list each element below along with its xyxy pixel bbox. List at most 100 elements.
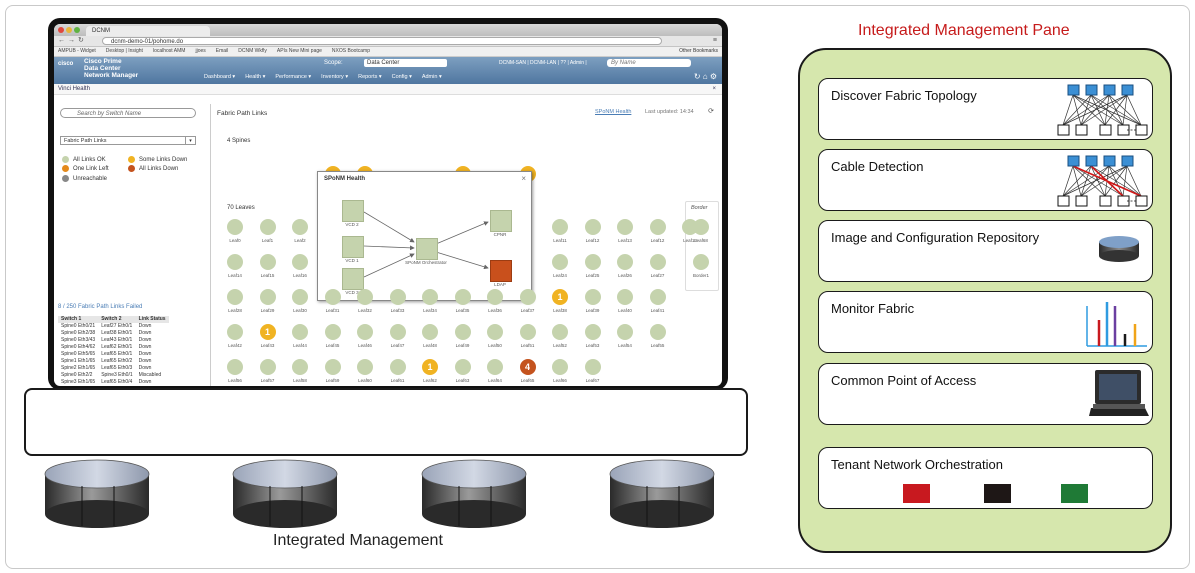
leaf-node[interactable] [227, 359, 243, 375]
leaf-node[interactable] [693, 219, 709, 235]
link-type-select[interactable]: Fabric Path Links ▾ [60, 136, 196, 145]
switch-search-input[interactable]: Search by Switch Name [60, 108, 196, 118]
menu-item[interactable]: Inventory ▾ [321, 74, 349, 80]
leaf-node[interactable] [584, 254, 601, 270]
vcd2-node[interactable] [342, 200, 364, 222]
leaf-node[interactable] [389, 289, 406, 305]
leaf-node[interactable] [617, 289, 633, 305]
leaf-node[interactable] [324, 289, 341, 305]
leaf-node[interactable] [227, 289, 243, 305]
menu-item[interactable]: Admin ▾ [421, 74, 442, 80]
bookmark-item[interactable]: AMPUB - Widget [58, 48, 96, 54]
header-search-input[interactable]: By Name [607, 59, 691, 67]
leaf-node[interactable] [552, 324, 568, 340]
bookmark-item[interactable]: jjoes [195, 48, 206, 54]
leaf-node[interactable] [519, 289, 536, 305]
leaf-node[interactable] [584, 289, 601, 305]
leaf-node[interactable] [259, 219, 276, 235]
menu-item[interactable]: Config ▾ [391, 74, 412, 80]
popup-close-icon[interactable]: × [521, 174, 526, 183]
leaf-node[interactable] [292, 324, 308, 340]
leaf-node[interactable] [259, 254, 276, 270]
window-controls[interactable] [58, 27, 82, 35]
health-link[interactable]: SPoNM Health [595, 109, 632, 115]
card-monitor-fabric[interactable]: Monitor Fabric [818, 291, 1153, 353]
leaf-node[interactable] [357, 359, 373, 375]
leaf-node[interactable] [552, 359, 568, 375]
leaf-node[interactable] [454, 324, 471, 340]
leaf-node[interactable] [649, 219, 666, 235]
leaf-node[interactable] [693, 254, 709, 270]
cpnr-node[interactable] [490, 210, 512, 232]
leaf-node[interactable] [454, 359, 471, 375]
leaf-node[interactable] [487, 289, 503, 305]
vcd1-node[interactable] [342, 236, 364, 258]
leaf-node[interactable] [227, 254, 243, 270]
leaf-node[interactable] [227, 324, 243, 340]
table-header[interactable]: Link Status [135, 316, 169, 323]
menu-item[interactable]: Dashboard ▾ [204, 74, 236, 80]
leaf-node[interactable] [227, 219, 243, 235]
bookmark-item[interactable]: localhost AMM [152, 48, 186, 54]
leaf-node[interactable] [454, 289, 471, 305]
leaf-node[interactable] [422, 324, 438, 340]
home-icon[interactable]: ↻ ⌂ ⚙ [693, 72, 717, 81]
leaf-node[interactable] [292, 254, 308, 270]
leaf-node[interactable]: 4 [519, 359, 536, 375]
leaf-node[interactable]: 1 [552, 289, 568, 305]
leaf-node[interactable] [584, 219, 601, 235]
url-input[interactable]: dcnm-demo-01/pohome.do [102, 37, 662, 45]
browser-tab[interactable]: DCNM [86, 26, 210, 36]
leaf-node[interactable] [292, 359, 308, 375]
leaf-node[interactable]: 1 [422, 359, 438, 375]
header-links[interactable]: DCNM-SAN | DCNM-LAN | ?? | Admin | [499, 60, 587, 66]
leaf-node[interactable] [519, 324, 536, 340]
card-common-point-of-access[interactable]: Common Point of Access [818, 363, 1153, 425]
orchestrator-node[interactable] [416, 238, 438, 260]
leaf-node[interactable] [487, 324, 503, 340]
table-header[interactable]: Switch 2 [98, 316, 136, 323]
close-icon[interactable]: × [712, 86, 716, 92]
leaf-node[interactable] [617, 219, 633, 235]
bookmark-item[interactable]: Desktop | Insight [105, 48, 143, 54]
table-header[interactable]: Switch 1 [58, 316, 99, 323]
scope-select[interactable]: Data Center [364, 59, 447, 67]
leaf-node[interactable] [389, 324, 406, 340]
card-cable-detection[interactable]: Cable Detection [818, 149, 1153, 211]
leaf-node[interactable] [552, 219, 568, 235]
card-image-config-repository[interactable]: Image and Configuration Repository [818, 220, 1153, 282]
leaf-node[interactable] [292, 219, 308, 235]
bookmark-item[interactable]: Email [215, 48, 229, 54]
ldap-node[interactable] [490, 260, 512, 282]
bookmark-item[interactable]: APIs New Mini page [276, 48, 322, 54]
leaf-node[interactable] [259, 289, 276, 305]
leaf-node[interactable] [389, 359, 406, 375]
menu-item[interactable]: Health ▾ [245, 74, 266, 80]
back-icon[interactable]: ← [58, 37, 65, 44]
leaf-node[interactable] [422, 289, 438, 305]
leaf-node[interactable] [617, 324, 633, 340]
leaf-node[interactable] [584, 324, 601, 340]
leaf-node[interactable] [487, 359, 503, 375]
bookmark-item[interactable]: NXOS Bootcamp [331, 48, 370, 54]
leaf-node[interactable] [649, 289, 666, 305]
leaf-node[interactable] [324, 359, 341, 375]
leaf-node[interactable] [324, 324, 341, 340]
leaf-node[interactable] [649, 254, 666, 270]
refresh-icon[interactable]: ⟳ [708, 108, 714, 115]
leaf-node[interactable] [584, 359, 601, 375]
menu-item[interactable]: Reports ▾ [358, 74, 382, 80]
leaf-node[interactable] [649, 324, 666, 340]
vcd3-node[interactable] [342, 268, 364, 290]
card-discover-fabric-topology[interactable]: Discover Fabric Topology [818, 78, 1153, 140]
card-tenant-network-orchestration[interactable]: Tenant Network Orchestration [818, 447, 1153, 509]
forward-icon[interactable]: → [68, 37, 75, 44]
